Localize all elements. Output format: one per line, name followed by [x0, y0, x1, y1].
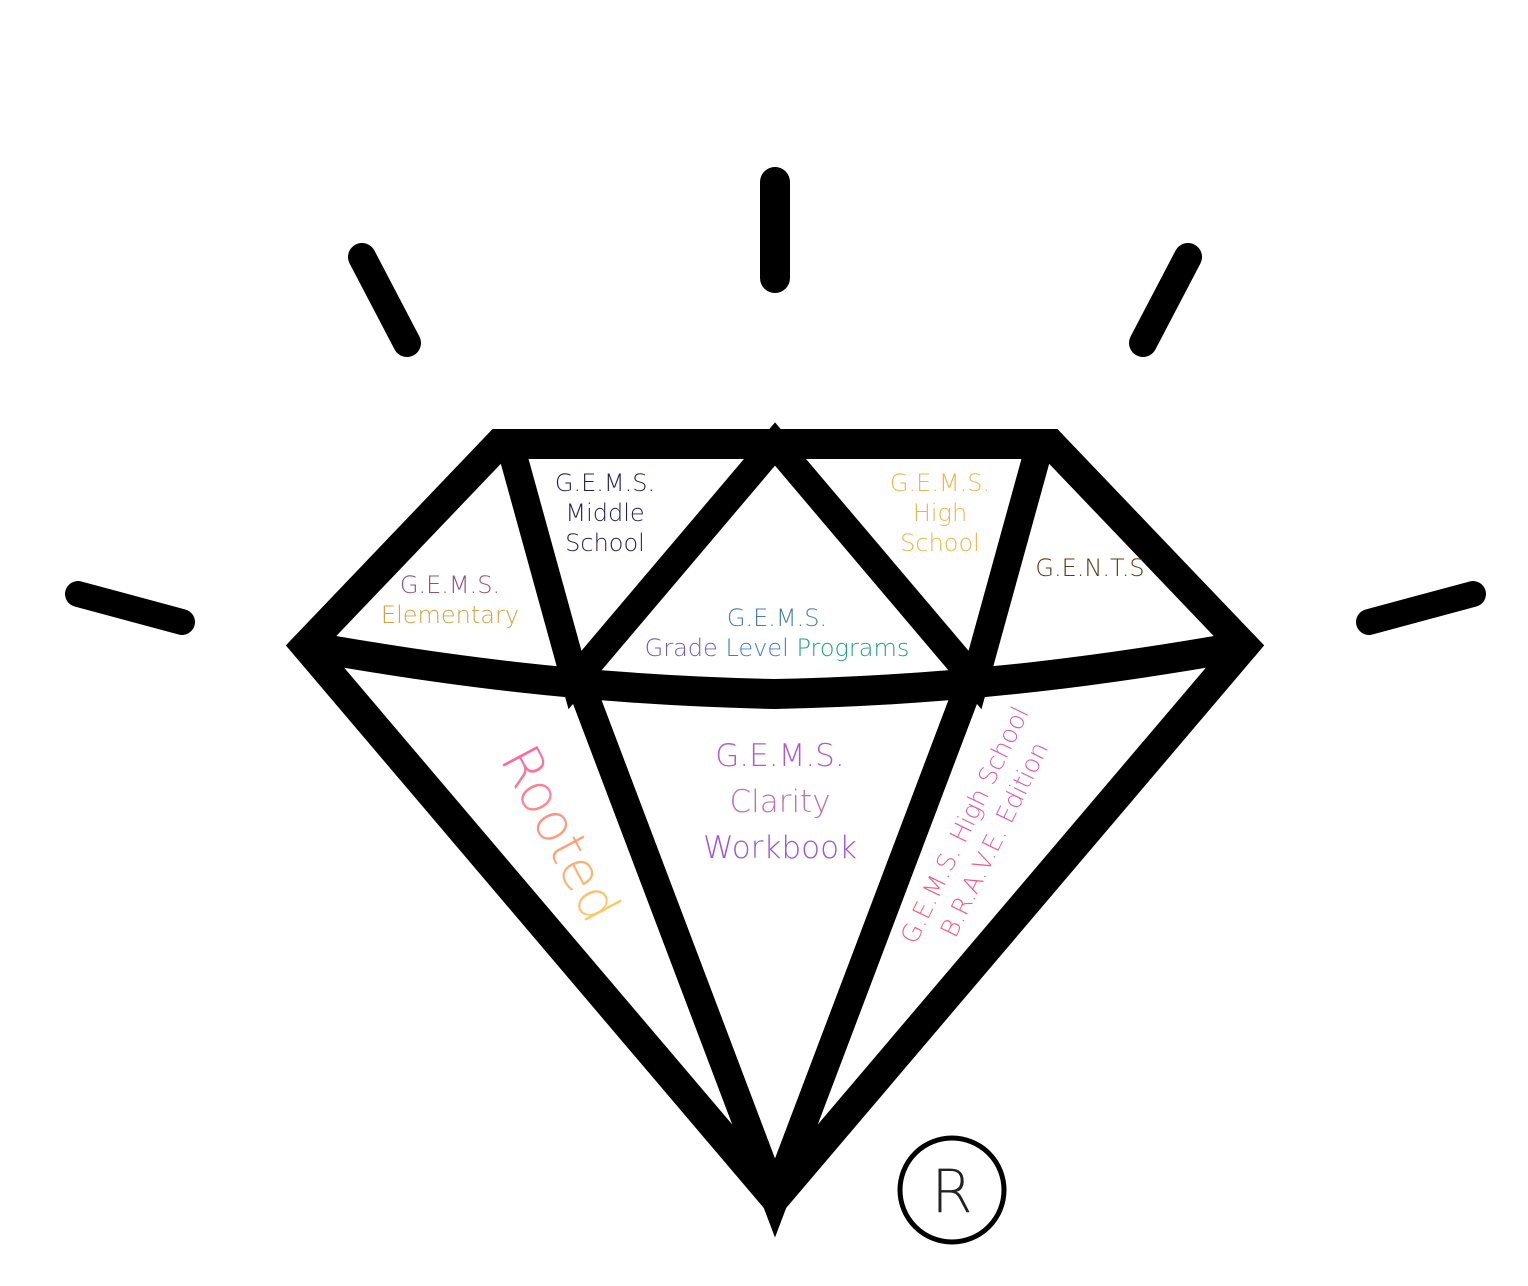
- level-word: Level: [725, 634, 789, 662]
- grade-level-line-1: G.E.M.S.: [726, 604, 828, 632]
- middle-school-line-2: Middle: [565, 499, 645, 527]
- facet-label-high-school: G.E.M.S. High School: [878, 468, 1002, 558]
- programs-word: Programs: [796, 634, 910, 662]
- facet-label-middle-school: G.E.M.S. Middle School: [540, 468, 670, 558]
- high-school-line-2: High: [912, 499, 968, 527]
- high-school-line-3: School: [900, 529, 980, 557]
- diamond-outer: [285, 429, 1265, 1222]
- middle-school-line-3: School: [565, 529, 645, 557]
- middle-school-line-1: G.E.M.S.: [554, 469, 656, 497]
- clarity-line-1: G.E.M.S.: [715, 738, 845, 774]
- diamond-girdle: [291, 631, 1259, 710]
- light-ray-right: [1356, 581, 1486, 635]
- pavilion-facet-lines: [568, 674, 982, 1238]
- light-ray-left-upper: [348, 243, 421, 357]
- facet-label-clarity-workbook: G.E.M.S. Clarity Workbook: [690, 734, 870, 872]
- facet-label-elementary: G.E.M.S. Elementary: [370, 570, 530, 630]
- gents-text: G.E.N.T.S: [1035, 554, 1145, 582]
- grade-level-line-2: Grade Level Programs: [636, 633, 918, 663]
- facet-label-gents: G.E.N.T.S: [1030, 553, 1150, 583]
- grade-word: Grade: [644, 634, 718, 662]
- high-school-line-1: G.E.M.S.: [889, 469, 991, 497]
- light-ray-left: [65, 581, 195, 635]
- clarity-line-3: Workbook: [702, 829, 858, 866]
- facet-label-grade-level-programs: G.E.M.S. Grade Level Programs: [636, 603, 918, 663]
- crown-facet-lines: [497, 422, 1053, 710]
- elementary-line-1: G.E.M.S.: [399, 571, 501, 599]
- elementary-line-2: Elementary: [380, 601, 520, 629]
- clarity-line-2: Clarity: [729, 783, 831, 820]
- registered-mark-letter: R: [931, 1157, 973, 1227]
- registered-mark-circle: [897, 1135, 1007, 1245]
- light-ray-right-upper: [1129, 243, 1202, 357]
